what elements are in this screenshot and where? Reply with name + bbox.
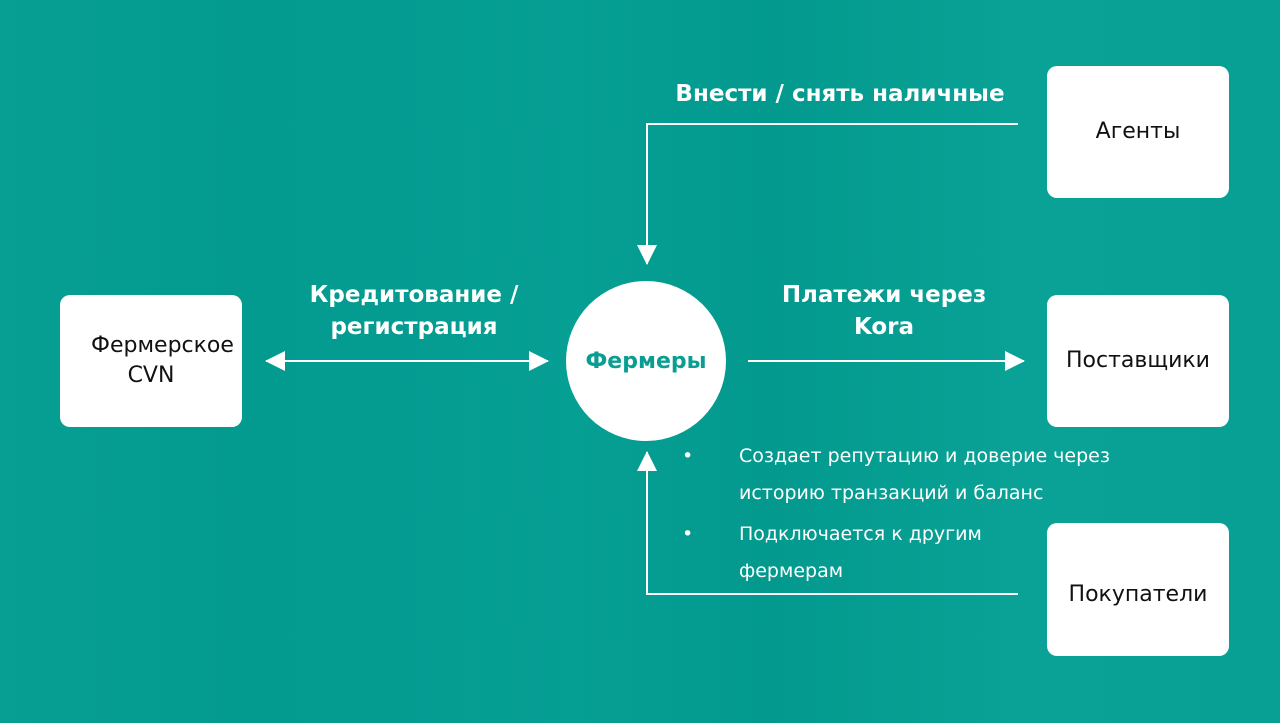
node-suppliers: Поставщики (1047, 295, 1229, 427)
node-cvn-label: Фермерское CVN (91, 333, 234, 388)
bullet-item: •Создает репутацию и доверие через истор… (680, 438, 1119, 512)
bullet-text: Подключается к другим фермерам (739, 523, 982, 582)
agents-edge-label: Внести / снять наличные (675, 81, 1005, 107)
cvn-edge-label: Кредитование / регистрация (309, 282, 519, 340)
node-agents-label: Агенты (1095, 119, 1181, 144)
bullet-list: •Создает репутацию и доверие через истор… (680, 438, 1119, 590)
node-agents: Агенты (1047, 66, 1229, 198)
node-buyers: Покупатели (1047, 523, 1229, 656)
node-suppliers-label: Поставщики (1066, 348, 1210, 373)
bullet-item: •Подключается к другим фермерам (680, 516, 1119, 590)
buyers-arrow (637, 451, 1018, 595)
node-farmers-label: Фермеры (585, 348, 707, 374)
node-buyers-label: Покупатели (1068, 581, 1208, 607)
bullet-text: Создает репутацию и доверие через истори… (739, 445, 1110, 504)
node-cvn: Фермерское CVN (60, 295, 242, 427)
suppliers-edge-label: Платежи через Kora (781, 282, 987, 340)
node-farmers: Фермеры (566, 281, 726, 441)
agents-arrow (637, 123, 1018, 265)
